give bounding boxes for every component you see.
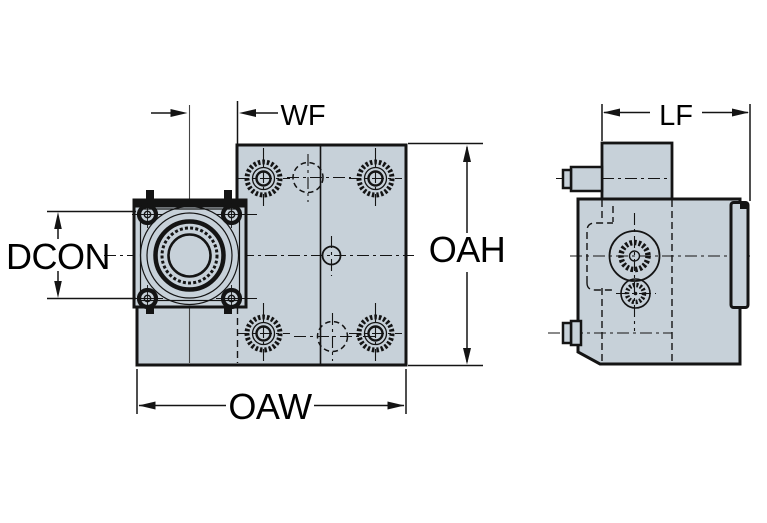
front-phantom-hole-top: [287, 154, 351, 202]
side-view: LF: [548, 100, 753, 366]
flange-tab: [224, 190, 232, 200]
flange-tab: [224, 307, 232, 314]
label-dcon: DCON: [6, 236, 110, 277]
side-screw-large: [608, 230, 661, 282]
front-bolt-bottom-right: [349, 303, 402, 362]
dimension-dcon: DCON: [6, 210, 136, 300]
dimension-lf: LF: [601, 100, 751, 201]
front-bolt-top-left: [237, 148, 290, 209]
side-top-stud: [561, 165, 604, 193]
side-bottom-stud: [561, 319, 583, 347]
dimension-oaw: OAW: [136, 369, 407, 427]
flange-tab: [146, 190, 154, 200]
side-right-rail: [729, 201, 750, 309]
flange-tab: [146, 307, 154, 314]
side-screw-small: [620, 278, 651, 309]
arrowhead: [170, 109, 188, 117]
arrowhead: [54, 212, 62, 229]
side-body: [576, 197, 742, 366]
side-hidden-lines: [586, 200, 673, 362]
front-view: WF DCON OAH: [6, 100, 506, 427]
arrowhead: [239, 109, 256, 117]
coupling-circles: [139, 205, 240, 306]
label-lf: LF: [659, 100, 693, 132]
side-top-block: [600, 141, 674, 201]
dimension-wf: WF: [151, 100, 326, 144]
front-phantom-hole-bottom: [294, 313, 379, 361]
label-oaw: OAW: [228, 386, 312, 427]
flange-corner-bolts: [132, 201, 257, 312]
dimension-oah: OAH: [408, 142, 506, 367]
front-center-hole: [321, 236, 342, 276]
coupling-flange: [132, 190, 257, 314]
label-wf: WF: [280, 100, 325, 132]
label-oah: OAH: [429, 229, 506, 270]
front-bolt-bottom-left: [237, 303, 290, 362]
arrowhead: [54, 281, 62, 298]
front-bolt-top-right: [349, 148, 402, 209]
